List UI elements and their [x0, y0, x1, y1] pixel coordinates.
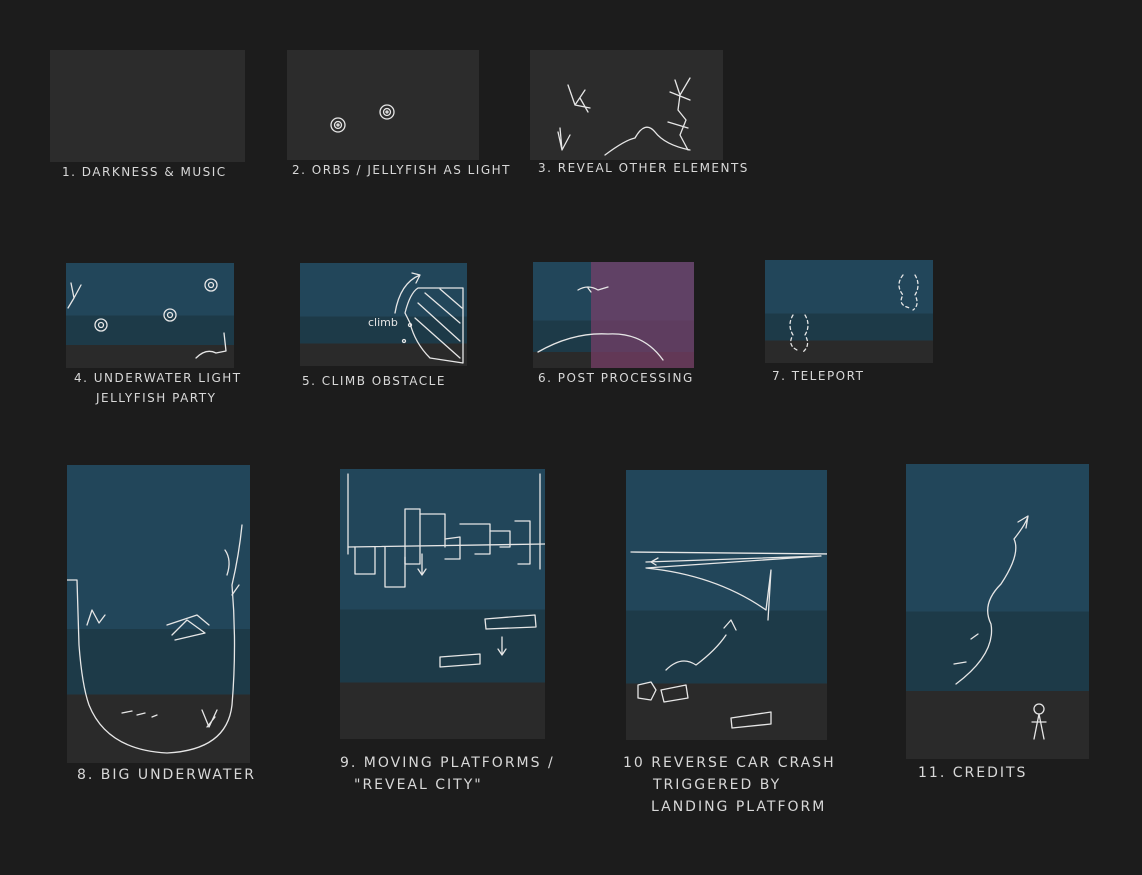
storyboard-panel-4 — [66, 263, 234, 368]
panel-5-caption: 5. Climb obstacle — [302, 374, 446, 388]
reverse-car-crash-sketch — [630, 551, 827, 729]
panel-10-caption: 10 Reverse car crash triggered by landin… — [623, 755, 836, 815]
jellyfish-party-sketch — [67, 278, 227, 359]
panel-7-caption: 7. Teleport — [772, 369, 865, 383]
storyboard-panel-1 — [50, 50, 245, 162]
panel-2-caption: 2. Orbs / Jellyfish as light — [292, 163, 511, 177]
credits-sketch — [953, 515, 1047, 740]
storyboard-panel-6 — [533, 262, 694, 368]
post-processing-overlay — [591, 262, 694, 368]
panel-9-caption: 9. Moving platforms / "Reveal city" — [340, 755, 555, 793]
reveal-elements-sketch — [557, 77, 691, 156]
teleport-sketch — [789, 274, 919, 353]
storyboard-panel-3 — [530, 50, 723, 160]
climb-obstacle-sketch — [394, 272, 464, 364]
city-platforms-sketch — [347, 473, 545, 668]
panel-4-caption: 4. Underwater light Jellyfish party — [74, 371, 242, 405]
panel-1-caption: 1. Darkness & music — [62, 165, 227, 179]
jellyfish-orbs-sketch — [330, 104, 395, 133]
panel-11-caption: 11. Credits — [918, 765, 1028, 781]
storyboard-panel-2 — [287, 50, 479, 160]
big-underwater-sketch — [67, 524, 243, 754]
panel-3-caption: 3. Reveal other elements — [538, 161, 749, 175]
storyboard-panel-10 — [626, 470, 827, 740]
storyboard-panel-8 — [67, 465, 250, 763]
storyboard-panel-5: climb — [300, 263, 467, 366]
storyboard-panel-7 — [765, 260, 933, 363]
post-processing-sketch — [537, 286, 664, 361]
panel-8-caption: 8. Big underwater — [77, 767, 257, 783]
storyboard-panel-11 — [906, 464, 1089, 759]
panel-6-caption: 6. Post processing — [538, 371, 694, 385]
climb-label: climb — [368, 316, 398, 329]
storyboard-panel-9 — [340, 469, 545, 739]
